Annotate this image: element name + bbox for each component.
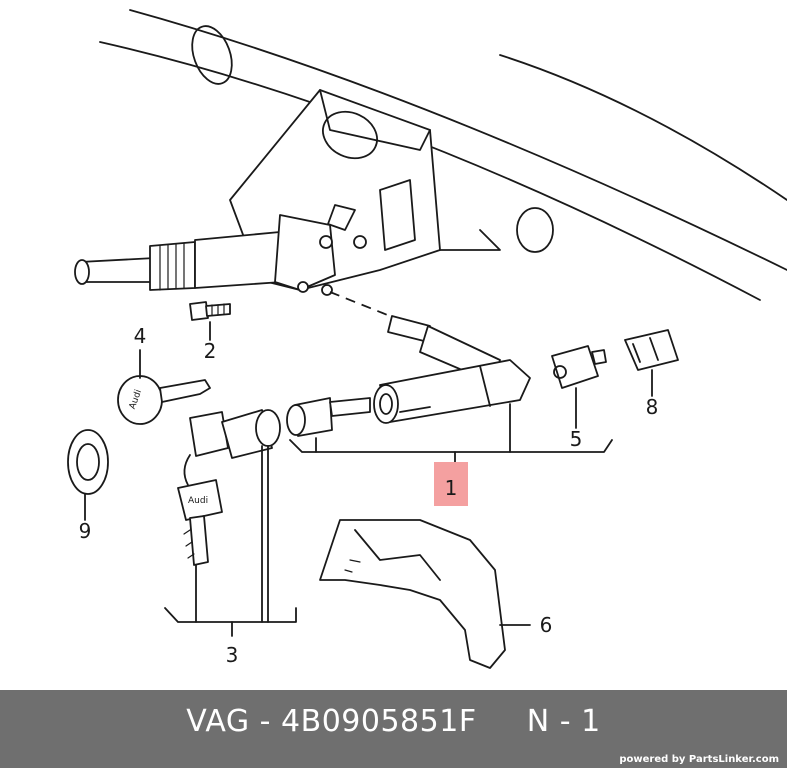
callout-9[interactable]: 9 [79, 519, 92, 543]
lock-cylinder [286, 397, 371, 437]
callout-2[interactable]: 2 [204, 339, 217, 363]
callout-5[interactable]: 5 [570, 427, 583, 451]
steering-column-shaft [74, 204, 367, 296]
key-set: Audi [177, 409, 281, 566]
connector [624, 329, 679, 371]
lock-housing [373, 315, 531, 424]
part-number-footer: VAG - 4B0905851F N - 1 powered by PartsL… [0, 690, 787, 768]
callout-3[interactable]: 3 [226, 643, 239, 667]
part-number-title: VAG - 4B0905851F N - 1 [186, 704, 601, 739]
ignition-switch [551, 345, 607, 389]
assembly-axis-line [329, 291, 396, 319]
cover-bracket [319, 519, 506, 669]
callout-4[interactable]: 4 [134, 324, 147, 348]
callout-1[interactable]: 1 [445, 476, 458, 500]
leader-lines [84, 321, 653, 637]
exploded-parts-diagram: Audi Audi [67, 9, 787, 669]
powered-by-credit[interactable]: powered by PartsLinker.com [619, 754, 779, 765]
key-brand-text: Audi [188, 496, 208, 506]
ring-seal [67, 429, 109, 495]
callout-6[interactable]: 6 [540, 613, 553, 637]
callout-8[interactable]: 8 [646, 395, 659, 419]
screw [189, 301, 231, 321]
callout-1-highlight [434, 462, 468, 506]
